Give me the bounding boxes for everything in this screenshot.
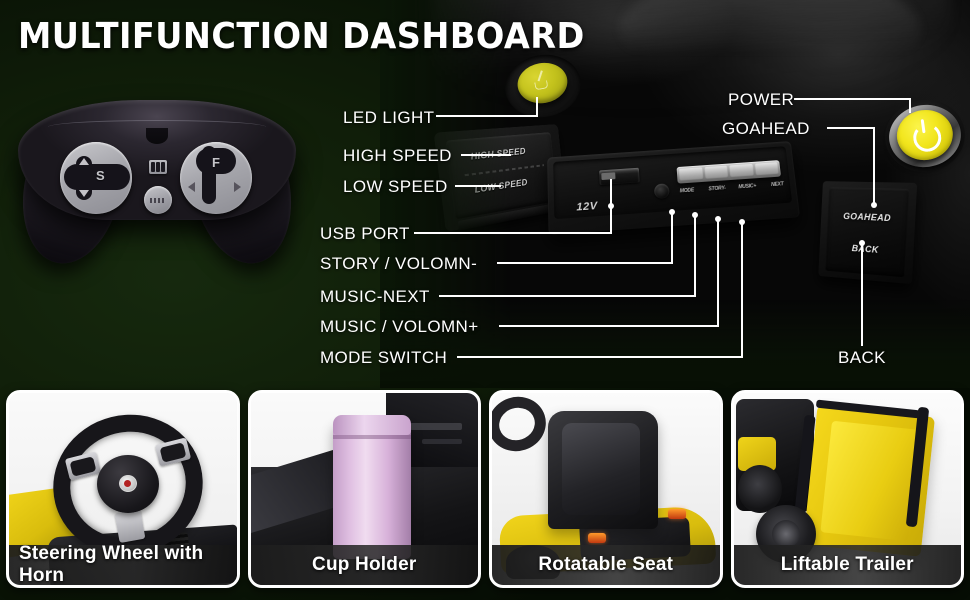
voltage-label: 12V: [576, 200, 598, 214]
horn-emblem-icon: [119, 475, 137, 492]
seat-view-steering-wheel: [491, 393, 553, 459]
callout-goahead: GOAHEAD: [722, 119, 810, 138]
dashboard-photo-region: HIGH SPEED LOW SPEED 12V MODE: [0, 0, 970, 388]
headlight-icon: [530, 72, 553, 93]
feature-card-row: Steering Wheel with Horn Cup Holder: [0, 390, 970, 600]
remote-horn-button[interactable]: [144, 186, 172, 214]
card-liftable-trailer[interactable]: Liftable Trailer: [730, 390, 964, 588]
remote-body: S F: [18, 100, 296, 220]
remote-indicator-leds: [149, 160, 167, 174]
card-caption: Rotatable Seat: [492, 545, 720, 585]
card-rotatable-seat[interactable]: Rotatable Seat: [489, 390, 723, 588]
remote-controller: S F: [9, 92, 305, 273]
callout-back: BACK: [838, 348, 886, 367]
remote-down-arrow-icon[interactable]: [79, 190, 89, 197]
callout-power: POWER: [728, 90, 795, 109]
console-inner-face: 12V MODE STORY- MUSIC+ NEXT: [553, 146, 793, 220]
console-button-music[interactable]: [729, 163, 754, 179]
remote-left-slot-v: [76, 156, 92, 200]
power-icon: [909, 118, 941, 150]
console-label-story: STORY-: [708, 185, 726, 193]
console-label-mode: MODE: [679, 187, 695, 195]
led-pip-2: [156, 162, 160, 172]
callout-low-speed: LOW SPEED: [343, 177, 448, 196]
tail-light-left: [588, 533, 606, 543]
goahead-embossed-label: GOAHEAD: [843, 211, 892, 224]
remote-up-arrow-icon[interactable]: [79, 158, 89, 165]
console-button-story[interactable]: [703, 165, 729, 180]
trailer-bed-interior: [819, 420, 920, 542]
callout-led-light: LED LIGHT: [343, 108, 435, 127]
usb-port[interactable]: [599, 167, 640, 186]
console-label-next: NEXT: [770, 181, 784, 189]
card-caption: Liftable Trailer: [733, 545, 961, 585]
wheel-spoke-bottom: [114, 508, 146, 544]
dash-vent-slot-2: [422, 439, 462, 444]
callout-story-volume-down: STORY / VOLOMN-: [320, 254, 478, 273]
horn-wave-icon: [150, 198, 166, 203]
aux-jack-port[interactable]: [653, 183, 670, 200]
remote-speed-pad[interactable]: S: [60, 142, 132, 214]
callout-high-speed: HIGH SPEED: [343, 146, 452, 165]
remote-seam: [48, 120, 266, 134]
led-light-button[interactable]: [514, 59, 571, 108]
console-button-strip[interactable]: [676, 160, 782, 184]
remote-right-slot-top: [196, 148, 236, 174]
power-button[interactable]: [893, 106, 957, 164]
remote-center-notch: [146, 128, 168, 144]
tow-vehicle-front-tire: [737, 465, 782, 513]
console-label-music: MUSIC+: [738, 183, 757, 191]
card-caption: Cup Holder: [250, 545, 478, 585]
remote-direction-pad[interactable]: F: [180, 142, 252, 214]
cup-bottle-lid: [332, 415, 411, 435]
callout-mode-switch: MODE SWITCH: [320, 348, 448, 367]
led-pip-1: [151, 162, 155, 172]
card-steering-wheel[interactable]: Steering Wheel with Horn: [6, 390, 240, 588]
cup-bottle-ring: [332, 435, 411, 439]
dash-vent-slot-1: [410, 423, 462, 430]
card-caption: Steering Wheel with Horn: [9, 543, 237, 585]
callout-music-volume-up: MUSIC / VOLOMN+: [320, 317, 479, 336]
remote-left-arrow-icon[interactable]: [188, 182, 195, 192]
remote-forward-letter: F: [212, 155, 220, 170]
console-button-next[interactable]: [754, 162, 779, 177]
card-cup-holder[interactable]: Cup Holder: [247, 390, 481, 588]
power-button-bezel: [885, 100, 965, 172]
console-button-mode[interactable]: [678, 167, 703, 182]
cup-bottle: [332, 421, 411, 559]
direction-rocker-switch[interactable]: GOAHEAD BACK: [818, 181, 918, 285]
callout-usb-port: USB PORT: [320, 224, 410, 243]
led-pip-3: [161, 162, 166, 172]
tail-light-right: [668, 509, 686, 519]
remote-right-arrow-icon[interactable]: [234, 182, 241, 192]
console-button-labels: MODE STORY- MUSIC+ NEXT: [672, 181, 793, 201]
remote-speed-letter: S: [96, 168, 105, 183]
remote-left-slot-h: [64, 164, 130, 190]
rocker-face: GOAHEAD BACK: [824, 187, 910, 278]
photo-bottom-fade: [380, 300, 970, 388]
seat-cushion: [562, 423, 640, 515]
page-title: MULTIFUNCTION DASHBOARD: [18, 16, 585, 57]
callout-music-next: MUSIC-NEXT: [320, 287, 430, 306]
back-embossed-label: BACK: [851, 243, 879, 255]
